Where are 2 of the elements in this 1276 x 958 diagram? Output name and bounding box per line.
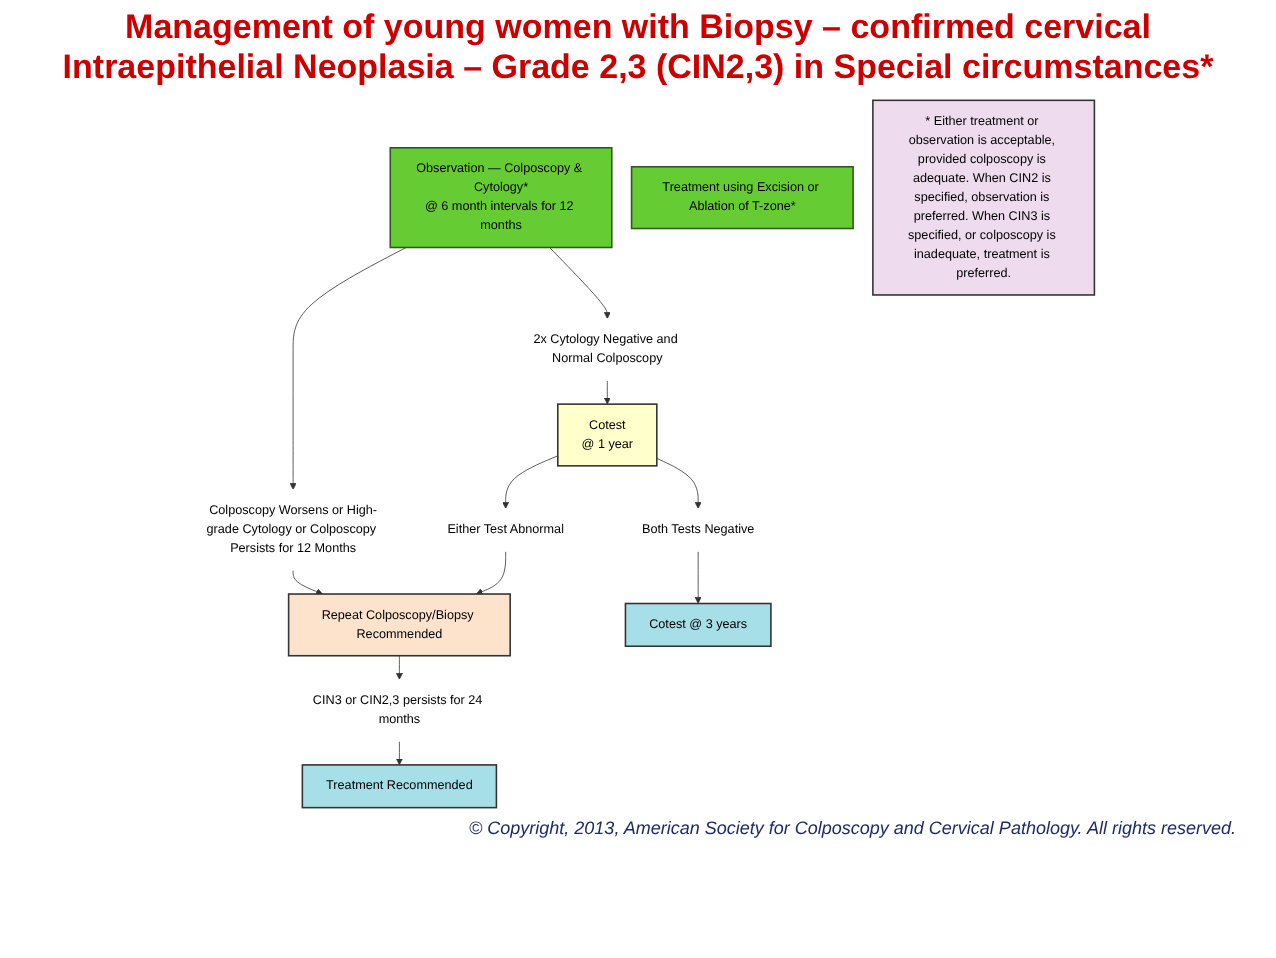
title: Management of young women with Biopsy – confirmed cervical Intraepithelial Neoplasia – Grade 2,3 (CIN2,3) in Special circumstances*	[60, 8, 1216, 90]
copyright-note: © Copyright, 2013, American Society for Colposcopy and Cervical Pathology. All rights reserved.	[467, 817, 1236, 838]
